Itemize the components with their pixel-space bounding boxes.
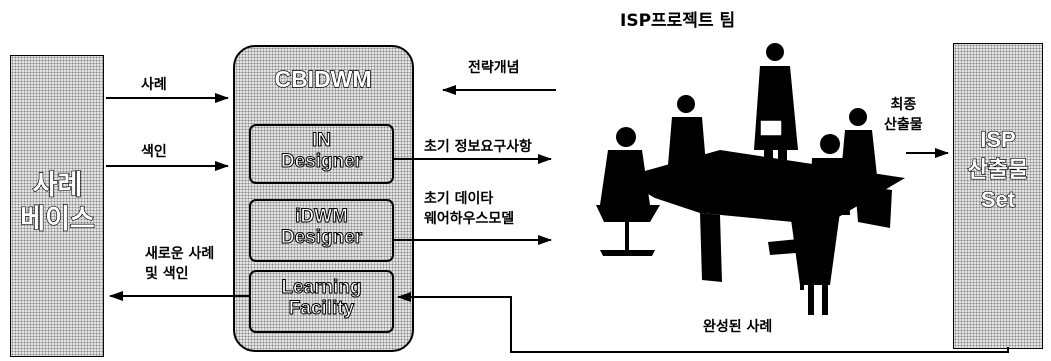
isp-output-line3: Set (980, 186, 1016, 212)
isp-output-line2: 산출물 (967, 156, 1029, 182)
label-initial-dw-line2: 웨어하우스모델 (424, 211, 515, 227)
label-final-line2: 산출물 (884, 117, 923, 133)
label-initial-req: 초기 정보요구사항 (424, 139, 532, 155)
label-initial-dw-line1: 초기 데이타 (424, 191, 494, 207)
learning-facility-line2: Facility (288, 298, 355, 320)
in-designer-line1: IN (312, 130, 332, 152)
label-new-case: 새로운 사례 및 색인 (145, 244, 214, 284)
case-base-box (10, 55, 104, 357)
label-strategy: 전략개념 (468, 60, 520, 76)
arrow-completed-case (397, 292, 1009, 353)
idwm-designer-line1: iDWM (295, 206, 349, 228)
case-base-label: 사례 베이스 (10, 168, 105, 236)
label-completed-case: 완성된 사례 (703, 319, 773, 335)
label-new-case-line1: 새로운 사례 (145, 246, 215, 262)
meeting-illustration (596, 43, 905, 315)
team-title: ISP프로젝트 팀 (620, 11, 736, 31)
idwm-designer-box: iDWM Designer (249, 199, 394, 262)
label-final: 최종 산출물 (884, 95, 923, 135)
in-designer-box: IN Designer (249, 124, 394, 184)
label-case: 사례 (141, 77, 167, 93)
label-index: 색인 (141, 144, 167, 160)
learning-facility-box: Learning Facility (249, 270, 394, 333)
isp-output-line1: ISP (980, 126, 1017, 152)
isp-output-label: ISP 산출물 Set (952, 125, 1044, 215)
in-designer-line2: Designer (280, 151, 363, 173)
isp-output-box (953, 43, 1043, 349)
label-initial-dw: 초기 데이타 웨어하우스모델 (424, 189, 514, 229)
case-base-line2: 베이스 (20, 203, 96, 234)
label-final-line1: 최종 (890, 97, 917, 113)
cbidwm-title: CBIDWM (274, 65, 372, 92)
label-new-case-line2: 및 색인 (145, 266, 189, 282)
learning-facility-line1: Learning (281, 277, 362, 299)
case-base-line1: 사례 (32, 169, 83, 200)
idwm-designer-line2: Designer (280, 227, 363, 249)
